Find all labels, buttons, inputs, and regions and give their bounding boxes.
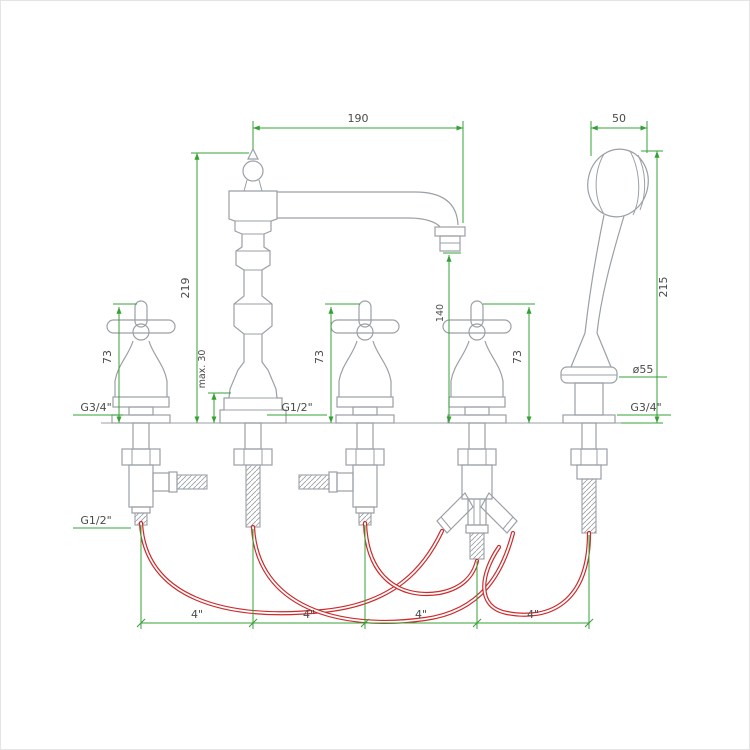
left-handle-cross-bar — [106, 319, 176, 334]
label-handshower-width: 50 — [612, 112, 626, 125]
dimension-hole-spacing: 4" 4" 4" 4" — [136, 525, 594, 629]
flex-hoses — [138, 520, 592, 624]
callout-thread-handshower: G3/4" — [617, 401, 671, 416]
spout-finial-ball — [242, 160, 264, 182]
spout-threaded-tail — [245, 464, 261, 528]
left-handle-hub — [132, 323, 150, 341]
dimension-left-handle-height: 73 — [101, 303, 137, 423]
callout-escutcheon-diameter: ø55 — [619, 363, 667, 378]
dimension-spout-clearance: 140 — [435, 252, 461, 423]
label-thread-left-handle: G3/4" — [80, 401, 111, 414]
diverter-cross-bar — [442, 319, 512, 334]
middle-handle-flange — [335, 414, 395, 424]
left-handle-cross-post — [134, 300, 148, 328]
hand-shower-lock-ring — [562, 414, 616, 424]
dimension-deck-thickness: max. 30 — [197, 350, 231, 423]
hand-shower-threaded-tail — [581, 478, 597, 534]
callout-thread-left-handle: G3/4" — [73, 401, 123, 416]
callout-thread-spout: G1/2" — [267, 401, 327, 416]
middle-handle-hub — [356, 323, 374, 341]
diverter-flange — [447, 414, 507, 424]
dimension-spout-height: 219 — [179, 152, 249, 423]
diverter-cross-post — [470, 300, 484, 328]
middle-valve-body — [352, 464, 378, 508]
label-left-handle-height: 73 — [101, 350, 114, 364]
label-middle-handle-height: 73 — [313, 350, 326, 364]
label-spout-reach: 190 — [348, 112, 369, 125]
hand-shower — [560, 148, 649, 534]
dimension-handshower-width: 50 — [590, 112, 648, 156]
diverter-handle — [436, 300, 518, 560]
spout-outlet-flange — [434, 226, 466, 237]
dimension-spout-reach: 190 — [252, 112, 464, 223]
hand-shower-handle — [584, 214, 625, 334]
label-spout-height: 219 — [179, 278, 192, 299]
left-handle-flange — [111, 414, 171, 424]
spout-mounting-nut — [233, 448, 273, 466]
label-spacing-3: 4" — [415, 608, 427, 621]
hose-middle-valve — [362, 520, 480, 597]
label-spout-clearance: 140 — [435, 304, 446, 322]
middle-valve-side-nipple — [298, 474, 330, 490]
dimension-handshower-height: 215 — [621, 150, 670, 424]
label-spacing-4: 4" — [527, 608, 539, 621]
spout-finial-tip — [247, 147, 259, 160]
label-thread-handshower: G3/4" — [630, 401, 661, 414]
left-handle — [106, 300, 208, 526]
middle-handle-nut — [345, 448, 385, 466]
hose-hand-shower — [482, 530, 592, 617]
label-spacing-2: 4" — [303, 608, 315, 621]
label-right-handle-height: 73 — [511, 350, 524, 364]
diverter-right-port — [480, 492, 518, 534]
left-valve-body — [128, 464, 154, 508]
label-thread-spout: G1/2" — [281, 401, 312, 414]
diverter-body — [461, 464, 493, 500]
left-valve-side-nipple — [176, 474, 208, 490]
spout-undermount — [233, 422, 273, 528]
hand-shower-head — [587, 148, 649, 218]
label-escutcheon-diameter: ø55 — [633, 363, 654, 376]
middle-handle — [298, 300, 400, 526]
diverter-left-port — [436, 492, 474, 534]
dimension-right-handle-height: 73 — [483, 303, 535, 423]
label-handshower-height: 215 — [657, 277, 670, 298]
spout-column — [219, 147, 287, 424]
middle-handle-cross-post — [358, 300, 372, 328]
hand-shower-nut — [570, 448, 608, 466]
label-thread-left-outlet: G1/2" — [80, 514, 111, 527]
diverter-bottom-outlet — [469, 532, 485, 560]
spout-arm — [277, 191, 466, 252]
label-deck-thickness: max. 30 — [197, 350, 208, 389]
diverter-nut — [457, 448, 497, 466]
dimension-middle-handle-height: 73 — [313, 303, 360, 423]
left-handle-nut — [121, 448, 161, 466]
label-spacing-1: 4" — [191, 608, 203, 621]
callout-thread-left-outlet: G1/2" — [73, 514, 131, 529]
diverter-hub — [468, 323, 486, 341]
